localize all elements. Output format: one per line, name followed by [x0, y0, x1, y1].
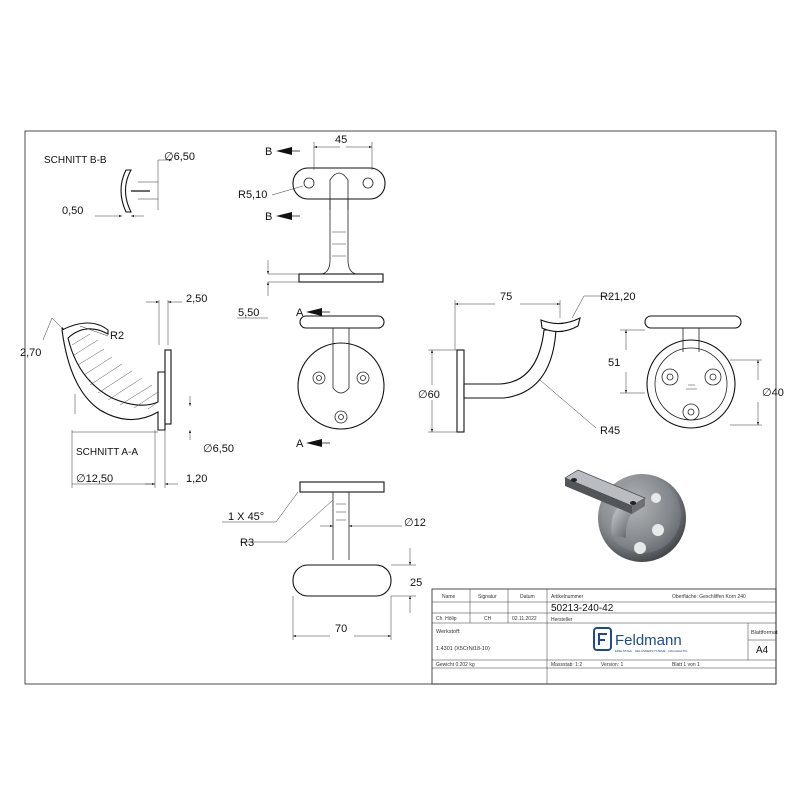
tb-massstab: Massstab: 1:2	[551, 662, 582, 668]
section-aa-view: 2,50 R2 2,70 ∅6,50 SCHNITT A-A ∅12,50 1,…	[20, 293, 234, 488]
tb-blattformat: A4	[756, 645, 769, 656]
side-view-radius-bend: R45	[600, 425, 620, 437]
isometric-render	[564, 469, 686, 562]
top-view-b-lower: B	[265, 211, 272, 223]
end-view-dia40: ∅40	[762, 387, 784, 399]
tb-artikel: 50213-240-42	[551, 603, 614, 614]
end-view-height: 51	[608, 357, 620, 369]
top-view-thickness: 5,50	[238, 307, 259, 319]
section-bb-title: SCHNITT B-B	[44, 155, 107, 166]
tb-header-datum: Datum	[520, 594, 535, 600]
tb-brand: Feldmann	[615, 632, 682, 649]
side-view: 75 R21,20 ∅60 R45	[418, 291, 635, 437]
bottom-view-dia12: ∅12	[404, 517, 426, 529]
top-view: 45 B B R5,10 5,50	[237, 134, 386, 319]
front-view-a-lower: A	[296, 438, 304, 450]
section-bb-diameter: ∅6,50	[164, 151, 195, 163]
drawing-border	[24, 130, 777, 685]
tb-gewicht: Gewicht 0.202 kg	[436, 662, 475, 668]
bottom-view-chamfer: 1 X 45°	[228, 511, 264, 523]
tb-hersteller-label: Hersteller	[551, 617, 573, 623]
section-aa-dim-120: 1,20	[186, 473, 207, 485]
section-aa-radius: R2	[110, 330, 124, 342]
tb-row-signatur: CH	[484, 616, 492, 622]
bottom-view-width: 70	[335, 623, 347, 635]
tb-row-datum: 02.11.2022	[512, 616, 537, 622]
tb-blatt: Blatt 1 von 1	[672, 662, 700, 668]
section-aa-dim-270: 2,70	[20, 347, 41, 359]
title-block: Name Signatur Datum Ch. Hölip CH 02.11.2…	[431, 588, 778, 685]
tb-header-signatur: Signatur	[478, 594, 497, 600]
tb-oberflaeche: Oberfläche: Geschliffen Korn 240	[672, 594, 746, 600]
tb-werkstoff-label: Werkstoff:	[436, 629, 461, 635]
section-aa-title: SCHNITT A-A	[76, 447, 138, 458]
section-aa-profile	[61, 322, 166, 431]
section-aa-dia-1250: ∅12,50	[76, 473, 113, 485]
section-bb-view: SCHNITT B-B ∅6,50 0,50	[44, 151, 195, 218]
section-aa-dia-650: ∅6,50	[203, 443, 234, 455]
side-view-radius-top: R21,20	[600, 291, 635, 303]
front-view-a-upper: A	[296, 307, 304, 319]
tb-version: Version: 1	[601, 662, 623, 668]
bottom-view-radius: R3	[240, 537, 254, 549]
side-view-dia60: ∅60	[418, 389, 440, 401]
end-view: 51 ∅40	[608, 315, 784, 429]
tb-artikel-label: Artikelnummer	[551, 594, 584, 600]
front-view: A A	[296, 307, 385, 450]
top-view-width: 45	[335, 134, 347, 146]
tb-brand-sub: EDELSTAHL · GELÄNDERSYSTEME · NACHHALTIG	[615, 649, 688, 653]
tb-row-name: Ch. Hölip	[436, 616, 457, 622]
tb-werkstoff: 1.4301 (X5CrNi18-10)	[436, 646, 490, 652]
bottom-view-height: 25	[410, 577, 422, 589]
feldmann-logo: Feldmann EDELSTAHL · GELÄNDERSYSTEME · N…	[593, 627, 688, 653]
tb-blattformat-label: Blattformat	[751, 630, 778, 636]
section-aa-dim-250: 2,50	[186, 293, 207, 305]
bottom-view: 1 X 45° R3 ∅12 25 70	[222, 481, 426, 640]
top-view-radius: R5,10	[238, 189, 267, 201]
section-bb-dim: 0,50	[62, 205, 83, 217]
side-view-width: 75	[500, 291, 512, 303]
top-view-b-upper: B	[265, 146, 272, 158]
tb-header-name: Name	[442, 594, 456, 600]
